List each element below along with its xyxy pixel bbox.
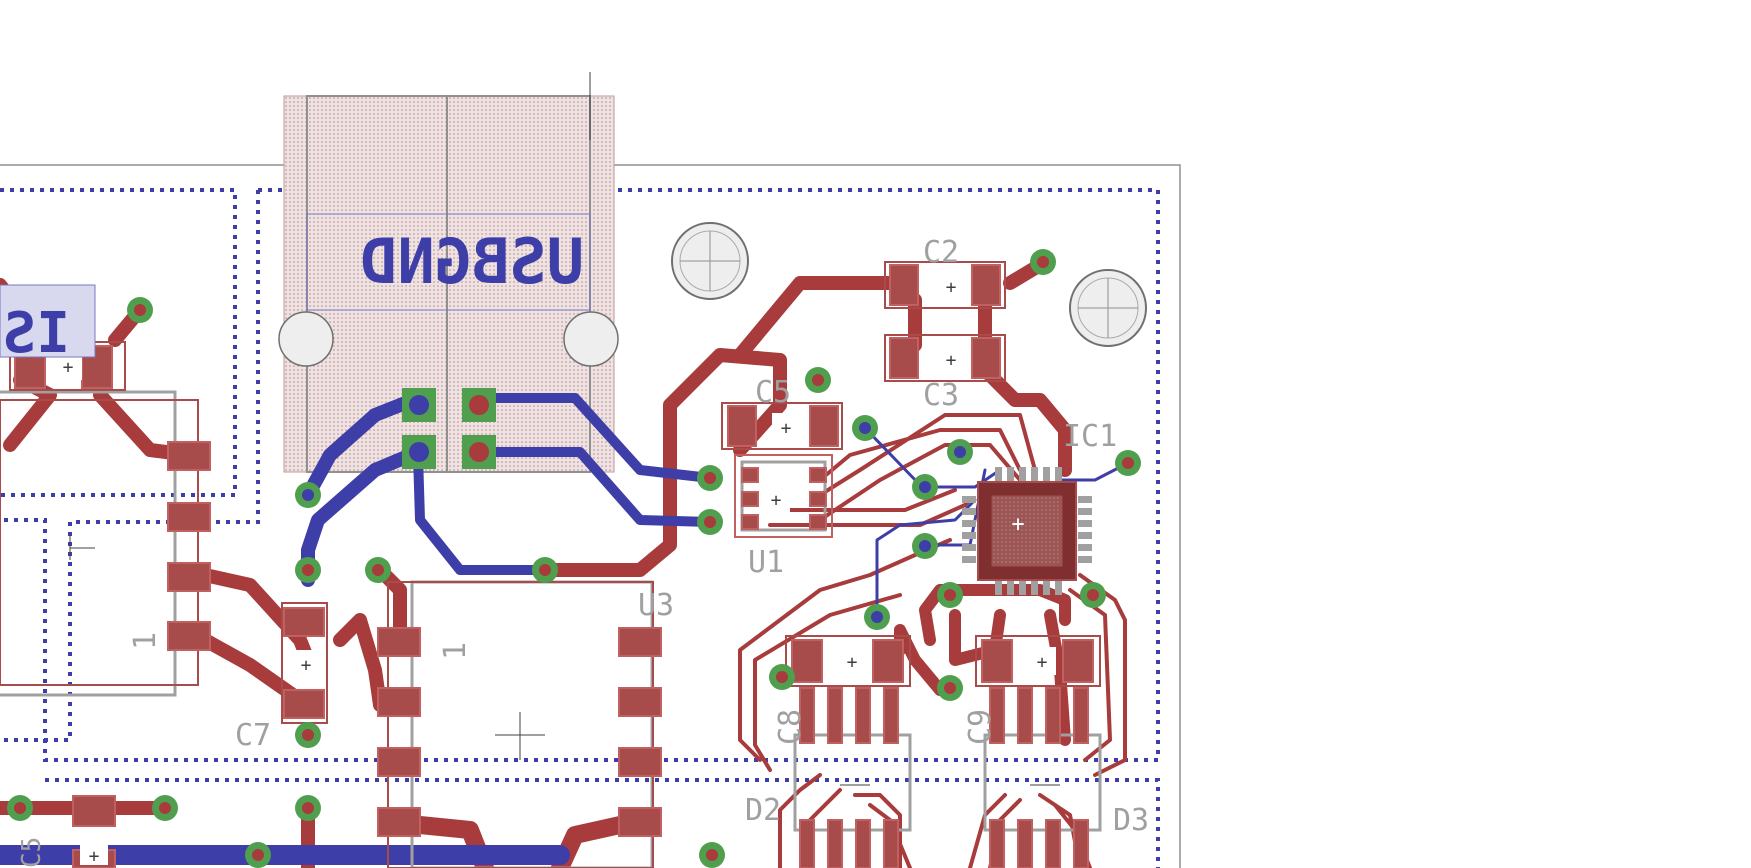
svg-text:+: +	[771, 490, 782, 511]
label-c2: C2	[923, 235, 959, 270]
pin1-mark-left: 1	[128, 632, 163, 650]
svg-text:+: +	[301, 655, 312, 676]
svg-text:+: +	[946, 277, 957, 298]
label-u1: U1	[748, 545, 784, 580]
label-c5: C5	[755, 375, 791, 410]
svg-text:+: +	[781, 418, 792, 439]
partial-label-bottom-left: C5	[17, 837, 47, 868]
label-ic1: IC1	[1063, 419, 1117, 454]
pin1-mark-u3: 1	[438, 642, 473, 660]
label-c9: C9	[963, 709, 998, 745]
svg-text:+: +	[89, 846, 100, 867]
mounting-holes	[671, 222, 1147, 347]
label-c3: C3	[923, 378, 959, 413]
left-ic-label-text: IS	[3, 301, 70, 366]
label-d3: D3	[1113, 803, 1149, 838]
usb-ground-label: USBGND	[360, 225, 584, 298]
ground-pour-outlines	[0, 188, 1160, 868]
usb-mount-hole-left	[278, 311, 334, 367]
svg-text:+: +	[946, 350, 957, 371]
svg-text:+: +	[847, 652, 858, 673]
smd-pads	[9, 261, 1101, 868]
label-d2: D2	[745, 793, 781, 828]
label-u3: U3	[638, 588, 674, 623]
silkscreen	[0, 390, 1102, 868]
pad-plus-markers: + + + + + + + + + +	[54, 272, 1056, 867]
usb-pads	[402, 388, 496, 469]
left-ic-label: IS	[0, 284, 96, 366]
usb-connector: USBGND	[278, 72, 619, 473]
label-c8: C8	[773, 709, 808, 745]
vias	[7, 249, 1141, 868]
usb-mount-hole-right	[563, 311, 619, 367]
label-c7: C7	[235, 718, 271, 753]
svg-text:+: +	[63, 357, 74, 378]
svg-text:+: +	[1011, 512, 1024, 537]
reference-labels: C2 C3 C5 IC1 U1 U3 C7 C8 C9 D2 D3 1 1 4 …	[17, 235, 1149, 868]
svg-text:+: +	[1037, 652, 1048, 673]
